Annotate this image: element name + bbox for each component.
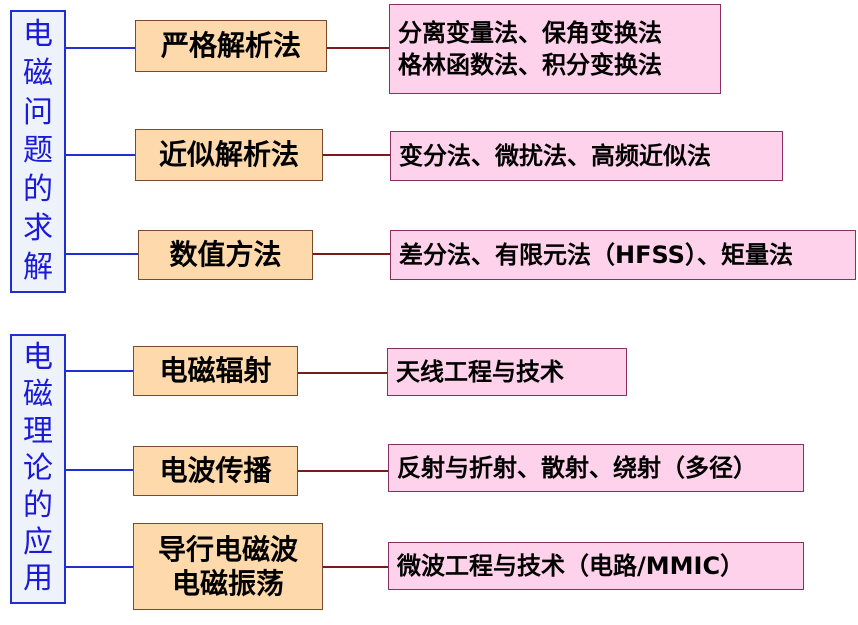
- title-char: 问: [23, 94, 53, 130]
- connector-right: [327, 47, 390, 49]
- detail-box-numerical: 差分法、有限元法（HFSS）、矩量法: [390, 230, 856, 280]
- title-char: 理: [23, 414, 53, 450]
- title-char: 论: [23, 450, 53, 486]
- title-char: 的: [23, 172, 53, 208]
- detail-line: 差分法、有限元法（HFSS）、矩量法: [399, 240, 793, 269]
- title-char: 求: [23, 210, 53, 246]
- title-right-rule: [64, 334, 66, 604]
- title-char: 磁: [23, 56, 53, 92]
- detail-line: 变分法、微扰法、高频近似法: [399, 141, 711, 170]
- detail-box-strict-analytic: 分离变量法、保角变换法 格林函数法、积分变换法: [389, 4, 721, 94]
- method-box-propagation: 电波传播: [133, 446, 298, 496]
- connector-left: [66, 370, 134, 372]
- title-box-application: 电 磁 理 论 的 应 用: [10, 334, 66, 604]
- method-box-approx-analytic: 近似解析法: [135, 129, 323, 181]
- title-char: 用: [23, 561, 53, 597]
- connector-right: [313, 253, 391, 255]
- detail-line: 微波工程与技术（电路/MMIC）: [397, 551, 745, 580]
- detail-box-propagation: 反射与折射、散射、绕射（多径）: [388, 444, 804, 492]
- detail-box-radiation: 天线工程与技术: [387, 348, 627, 396]
- connector-left: [66, 47, 136, 49]
- method-box-radiation: 电磁辐射: [133, 346, 298, 396]
- method-label: 电波传播: [159, 454, 272, 488]
- method-label: 导行电磁波: [157, 532, 298, 566]
- connector-right: [298, 372, 388, 374]
- title-char: 题: [23, 133, 53, 169]
- title-char: 电: [23, 340, 53, 376]
- title-box-solving: 电 磁 问 题 的 求 解: [10, 10, 66, 293]
- connector-left: [66, 566, 134, 568]
- detail-line: 格林函数法、积分变换法: [398, 51, 662, 79]
- method-box-numerical: 数值方法: [138, 230, 313, 280]
- title-char: 解: [23, 249, 53, 285]
- title-char: 的: [23, 487, 53, 523]
- connector-left: [66, 253, 138, 255]
- connector-left: [66, 469, 134, 471]
- method-label: 严格解析法: [160, 29, 301, 63]
- title-char: 电: [23, 17, 53, 53]
- detail-box-approx-analytic: 变分法、微扰法、高频近似法: [390, 131, 783, 181]
- detail-line: 天线工程与技术: [396, 357, 564, 386]
- method-label: 电磁辐射: [159, 354, 272, 388]
- detail-box-guided-waves: 微波工程与技术（电路/MMIC）: [388, 542, 804, 590]
- connector-left: [66, 154, 136, 156]
- connector-right: [298, 470, 389, 472]
- detail-line: 分离变量法、保角变换法: [398, 18, 662, 47]
- method-label: 数值方法: [169, 238, 282, 272]
- method-label: 电磁振荡: [171, 566, 284, 600]
- connector-right: [323, 566, 389, 568]
- detail-line: 反射与折射、散射、绕射（多径）: [397, 453, 757, 482]
- connector-right: [323, 154, 391, 156]
- title-char: 应: [23, 524, 53, 560]
- method-label: 近似解析法: [158, 138, 299, 172]
- title-char: 磁: [23, 377, 53, 413]
- method-box-guided-waves: 导行电磁波 电磁振荡: [133, 523, 323, 610]
- method-box-strict-analytic: 严格解析法: [135, 20, 327, 72]
